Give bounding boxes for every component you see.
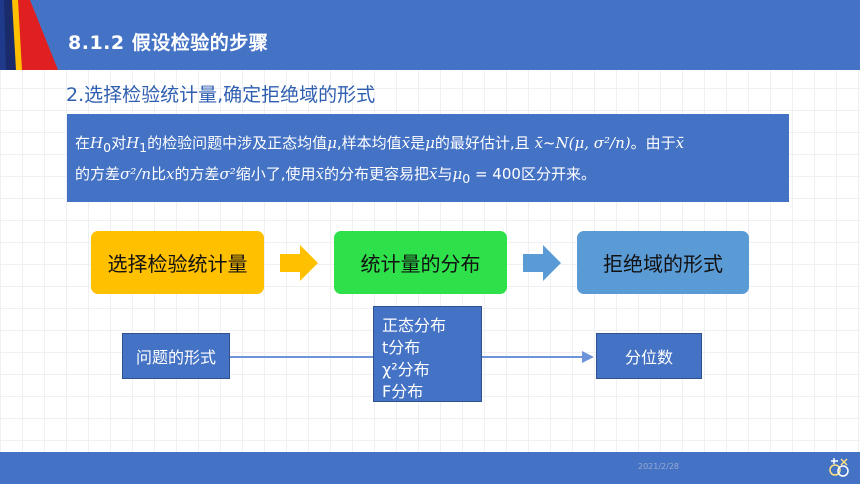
explanation-line-1: 在H0对H1的检验问题中涉及正态均值μ,样本均值x̄是μ的最好估计,且 x̄~N… bbox=[75, 134, 685, 155]
step-rejection-region: 拒绝域的形式 bbox=[577, 231, 749, 294]
connector-line bbox=[229, 356, 373, 358]
connector-line bbox=[482, 356, 584, 358]
distribution-t: t分布 bbox=[382, 338, 421, 357]
arrow-right-icon bbox=[280, 245, 318, 281]
arrow-right-icon bbox=[523, 245, 561, 281]
logo-icon bbox=[0, 0, 58, 70]
section-subtitle: 2.选择检验统计量,确定拒绝域的形式 bbox=[66, 84, 376, 106]
problem-form-label: 问题的形式 bbox=[135, 348, 216, 367]
explanation-box: 在H0对H1的检验问题中涉及正态均值μ,样本均值x̄是μ的最好估计,且 x̄~N… bbox=[67, 114, 789, 202]
slide-title: 8.1.2 假设检验的步骤 bbox=[68, 32, 269, 54]
distribution-f: F分布 bbox=[382, 382, 424, 401]
formula-logo-icon bbox=[829, 458, 849, 477]
problem-form-box: 问题的形式 bbox=[122, 333, 230, 379]
title-bar bbox=[0, 0, 860, 70]
quantile-label: 分位数 bbox=[624, 348, 673, 367]
distribution-normal: 正态分布 bbox=[382, 316, 447, 335]
arrow-head-icon bbox=[582, 351, 594, 363]
distributions-box: 正态分布 t分布 χ²分布 F分布 bbox=[373, 306, 482, 402]
step-select-statistic: 选择检验统计量 bbox=[91, 231, 264, 294]
explanation-line-2: 的方差σ²/n比x的方差σ²缩小了,使用x̄的分布更容易把x̄与μ0 = 400… bbox=[75, 165, 596, 186]
distribution-chi-square: χ²分布 bbox=[382, 360, 430, 379]
quantile-box: 分位数 bbox=[596, 333, 702, 379]
footer-bar bbox=[0, 452, 860, 484]
step-statistic-distribution: 统计量的分布 bbox=[334, 231, 507, 294]
slide-date: 2021/2/28 bbox=[638, 462, 680, 471]
